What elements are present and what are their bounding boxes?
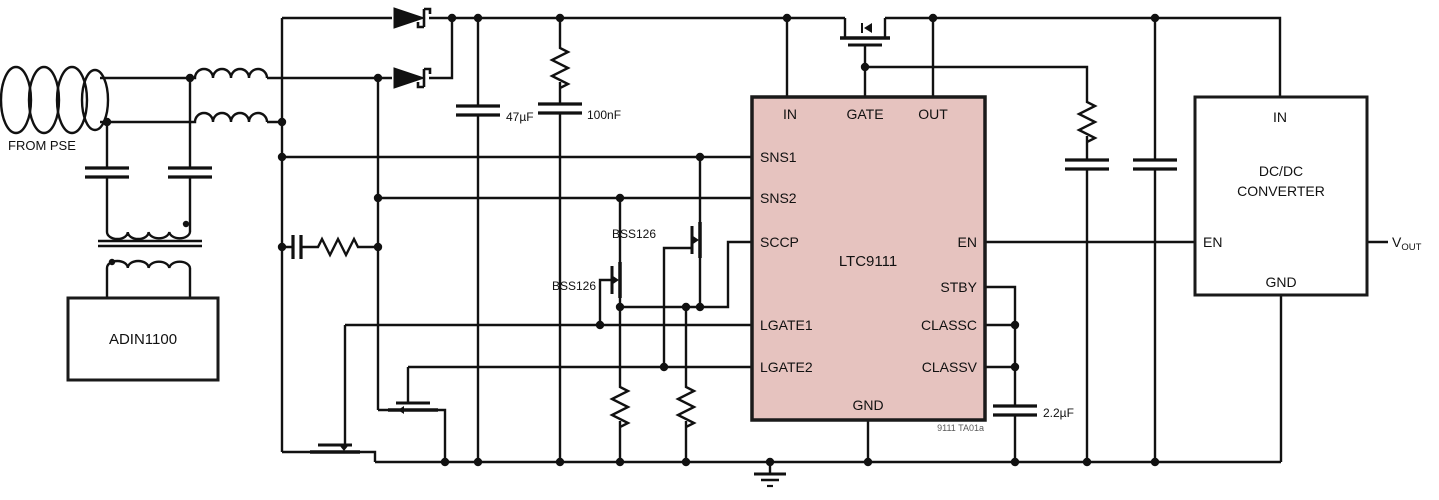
- return-fet-1: [282, 325, 377, 462]
- fet-lower-wires: [598, 198, 631, 462]
- bulk-cap-value: 47µF: [506, 110, 534, 124]
- dcdc-pin-en: EN: [1203, 234, 1222, 250]
- fet-arrows: [340, 23, 872, 451]
- fet-lower-value: BSS126: [552, 279, 596, 293]
- bulk-cap-plates: [456, 104, 500, 117]
- rectifier-diodes: [393, 7, 432, 89]
- coupling-cap-plates: [85, 166, 212, 179]
- dcdc-box: [1193, 95, 1369, 297]
- dcdc-title-line1: DC/DC: [1259, 163, 1303, 179]
- pin-label-out: OUT: [918, 106, 948, 122]
- snubber-cap-value: 100nF: [587, 108, 621, 122]
- pin-label-sccp: SCCP: [760, 234, 799, 250]
- twisted-pair-icon: [0, 65, 110, 135]
- d2-cathode-wire: [429, 18, 454, 80]
- top-rail: [452, 16, 1282, 97]
- phy-box: [66, 296, 220, 382]
- stby-class-bus: [985, 285, 1017, 462]
- pin-label-lgate1: LGATE1: [760, 317, 813, 333]
- class-resistor-2: [675, 307, 697, 462]
- class-cap-plates: [993, 404, 1037, 417]
- termination-cap-plates: [291, 235, 303, 259]
- junction-dots: [102, 13, 1160, 467]
- return-fet-2: [378, 367, 447, 462]
- pin-label-classv: CLASSV: [922, 359, 978, 375]
- diode-d2-icon: [393, 67, 426, 89]
- pin-label-gnd: GND: [852, 397, 883, 413]
- pin-label-gate: GATE: [846, 106, 883, 122]
- pin-label-sns1: SNS1: [760, 149, 797, 165]
- pin-label-stby: STBY: [940, 279, 977, 295]
- output-cap-plates: [1133, 158, 1177, 171]
- isolation-transformer: [98, 220, 202, 298]
- conductor-a: [100, 67, 392, 80]
- diode-d1-icon: [393, 7, 426, 29]
- termination-cr: [282, 236, 378, 258]
- fet-upper-value: BSS126: [612, 227, 656, 241]
- class-cap-value: 2.2µF: [1043, 406, 1074, 420]
- pass-fet-wires: [843, 18, 887, 97]
- dcdc-pin-gnd: GND: [1265, 274, 1296, 290]
- gate-cap-plates: [1065, 158, 1109, 171]
- sccp-line: [620, 240, 752, 309]
- vout-label: VOUT: [1392, 234, 1422, 253]
- pin-label-en: EN: [958, 234, 977, 250]
- pin-label-sns2: SNS2: [760, 190, 797, 206]
- wires: [0, 16, 1388, 488]
- dcdc-title-line2: CONVERTER: [1237, 183, 1325, 199]
- fet-upper-wires: [662, 157, 702, 367]
- pin-label-classc: CLASSC: [921, 317, 977, 333]
- dcdc-pin-in: IN: [1273, 109, 1287, 125]
- pin-label-lgate2: LGATE2: [760, 359, 813, 375]
- phy-label: ADIN1100: [109, 331, 177, 348]
- pin-label-in: IN: [783, 106, 797, 122]
- snubber-cap-plates: [538, 102, 582, 115]
- controller-chip: [750, 95, 987, 422]
- from-pse-label: FROM PSE: [8, 138, 76, 153]
- chip-label: LTC9111: [839, 253, 897, 270]
- gate-rc: [865, 65, 1098, 462]
- snubber-wire: [549, 18, 571, 462]
- figure-watermark: 9111 TA01a: [937, 423, 984, 433]
